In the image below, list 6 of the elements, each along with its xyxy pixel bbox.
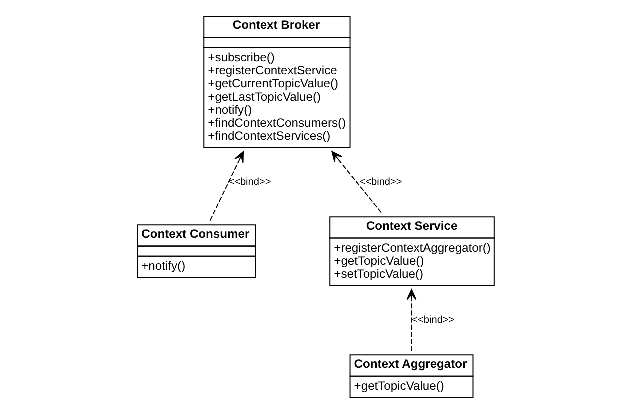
- arrow: [406, 289, 417, 352]
- edge-label: <<bind>>: [412, 314, 455, 326]
- edge-label: <<bind>>: [228, 176, 272, 188]
- arrow: [332, 151, 382, 214]
- edge-label: <<bind>>: [360, 176, 402, 188]
- arrow: [210, 151, 244, 222]
